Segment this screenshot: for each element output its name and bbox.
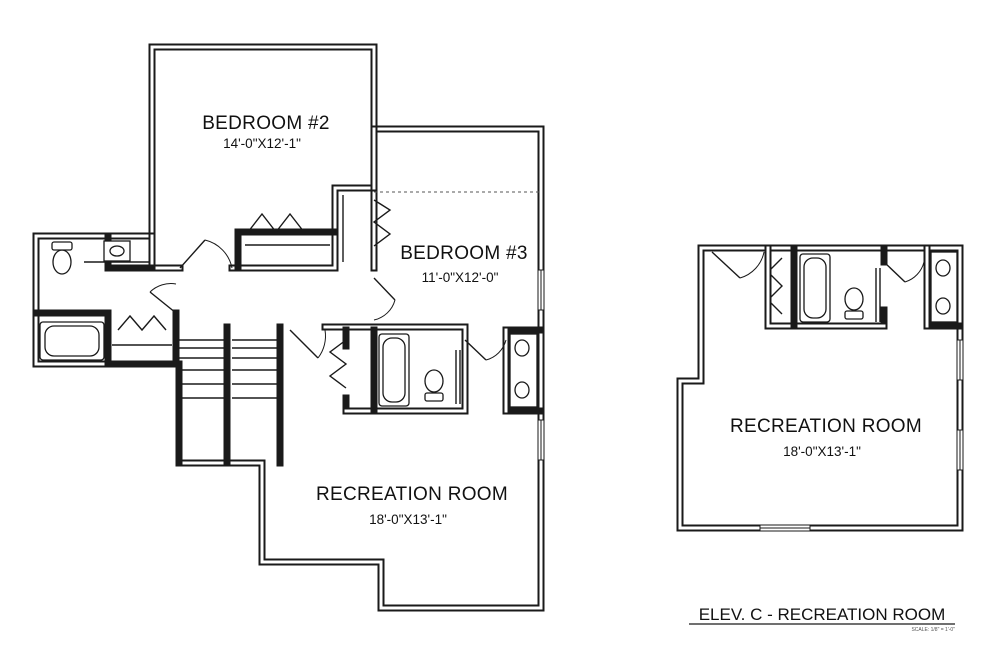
- bedroom-2-dims: 14'-0"X12'-1": [223, 136, 301, 151]
- bedroom-3-label: BEDROOM #3: [400, 243, 528, 264]
- toilet-icon: [844, 287, 864, 311]
- interior-walls: [764, 244, 964, 330]
- recreation-room-label: RECREATION ROOM: [316, 484, 508, 505]
- exterior-walls: [32, 43, 545, 612]
- bathroom-fixtures: [799, 253, 881, 323]
- windows: [759, 339, 964, 532]
- toilet-icon: [52, 249, 72, 275]
- interior-walls: [32, 125, 545, 467]
- sink-icon: [514, 381, 530, 399]
- toilet-icon: [424, 369, 444, 393]
- windows: [537, 269, 545, 461]
- bifold-doors: [117, 199, 783, 389]
- caption-scale: SCALE: 1/8" = 1'-0": [911, 627, 955, 633]
- sink-icon: [935, 259, 951, 277]
- elev-recreation-room-dims: 18'-0"X13'-1": [783, 444, 861, 459]
- bathroom-left-fixtures: [39, 240, 131, 361]
- elev-recreation-room-label: RECREATION ROOM: [730, 416, 922, 437]
- bedroom-3-dims: 11'-0"X12'-0": [422, 270, 499, 285]
- swing-doors: [711, 251, 925, 283]
- swing-doors: [149, 239, 507, 361]
- recreation-room-dims: 18'-0"X13'-1": [369, 512, 447, 527]
- closet-shelves: [84, 195, 344, 346]
- exterior-walls: [676, 244, 964, 532]
- bathroom-middle-fixtures: [378, 333, 461, 407]
- double-vanity: [930, 251, 958, 323]
- staircase: [179, 339, 280, 399]
- main-floor-plan: BEDROOM #2 14'-0"X12'-1" BEDROOM #3 11'-…: [32, 43, 783, 612]
- double-vanity: [509, 333, 538, 408]
- elevation-c-plan: RECREATION ROOM 18'-0"X13'-1": [676, 244, 964, 532]
- bedroom-2-label: BEDROOM #2: [202, 113, 330, 134]
- caption-title: ELEV. C - RECREATION ROOM: [699, 605, 946, 624]
- sink-icon: [935, 297, 951, 315]
- sink-icon: [514, 339, 530, 357]
